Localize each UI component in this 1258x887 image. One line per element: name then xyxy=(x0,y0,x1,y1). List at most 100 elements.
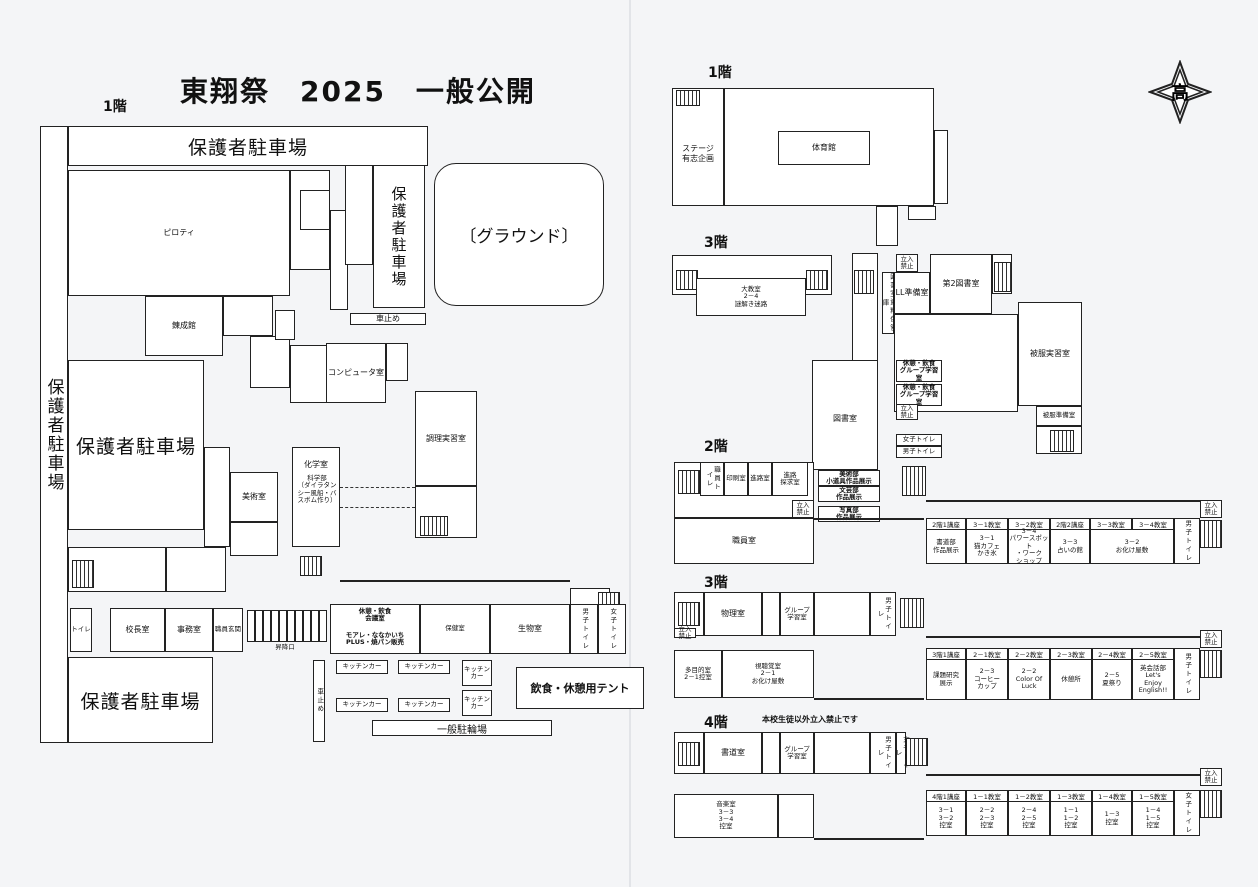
no-entry-5: 立入 禁止 xyxy=(674,625,696,640)
print-room: 印刷室 xyxy=(724,462,748,496)
bio-room: 生物室 xyxy=(490,604,570,654)
girls-toilet-3f: 女子トイレ xyxy=(896,434,942,446)
kitchen-car: キッチンカー xyxy=(336,698,388,712)
boys-toilet-4f: 男子トイレ xyxy=(870,732,896,774)
boys-toilet-3fc: 男子トイレ xyxy=(1174,648,1200,700)
corridor-block xyxy=(166,547,226,592)
car-stop-bottom: 車止め xyxy=(313,660,325,742)
room-exhibit: 3－1 3－2 控室 xyxy=(926,802,966,836)
corridor-block xyxy=(345,165,373,265)
corridor-line xyxy=(926,636,1202,638)
rest-group-1: 休憩・飲食 グループ学習室 xyxy=(896,359,942,382)
room-exhibit: 3－4 パワースポット ・ワーク ショップ xyxy=(1008,526,1050,565)
chem-room: 化学室 xyxy=(304,460,328,469)
svg-text:高: 高 xyxy=(1171,82,1189,104)
stairs xyxy=(1200,520,1222,548)
stairs xyxy=(420,516,448,536)
kitchen-car: キッチン カー xyxy=(462,690,492,716)
rest-room-frame xyxy=(330,604,420,654)
stairs xyxy=(900,598,924,628)
room-header: 1－4教室 xyxy=(1092,790,1132,802)
health-room: 保健室 xyxy=(420,604,490,654)
corridor-block xyxy=(778,794,814,838)
room-exhibit: 2－2 Color Of Luck xyxy=(1008,660,1050,700)
cooking-room: 調理実習室 xyxy=(415,391,477,486)
floor-label-3f: 3階 xyxy=(704,235,728,251)
pilotis: ピロティ xyxy=(68,170,290,296)
room-header: 1－1教室 xyxy=(966,790,1008,802)
corridor-block xyxy=(814,732,870,774)
dashed-connector xyxy=(340,507,415,508)
floor-label-1f-right: 1階 xyxy=(708,65,732,81)
room-header: 2－4教室 xyxy=(1092,648,1132,660)
stairs xyxy=(678,602,700,626)
f4-classroom-strip: 4階1講座 1－1教室 1－2教室 1－3教室 1－4教室 1－5教室 3－1 … xyxy=(926,790,1174,836)
room-header: 2－1教室 xyxy=(966,648,1008,660)
big-classroom: 大教室 2－4 謎解き迷路 xyxy=(696,278,806,316)
boys-toilet-2f: 男子トイレ xyxy=(1174,518,1200,564)
page-title: 東翔祭 2025 一般公開 xyxy=(180,75,536,108)
art-room: 美術室 xyxy=(230,472,278,522)
room-exhibit: 休憩所 xyxy=(1050,660,1092,700)
ll-prep-room: LL準備室 xyxy=(894,272,930,314)
stairs xyxy=(902,466,926,496)
dashed-connector xyxy=(340,487,415,488)
clothing-prep: 被服準備室 xyxy=(1036,406,1082,426)
calligraphy-room: 書道室 xyxy=(704,732,762,774)
parking-vertical-left: 保護者駐車場 xyxy=(40,126,68,743)
corridor-block xyxy=(908,206,936,220)
computer-room: コンピュータ室 xyxy=(326,343,386,403)
f3-classroom-strip: 3階1講座 2－1教室 2－2教室 2－3教室 2－4教室 2－5教室 課題研究… xyxy=(926,648,1174,700)
stairs xyxy=(676,90,700,106)
shoe-lockers xyxy=(247,610,327,642)
corridor-block xyxy=(762,592,780,636)
stairs xyxy=(1050,430,1074,452)
no-entry-7: 立入 禁止 xyxy=(1200,768,1222,786)
room-header: 1－2教室 xyxy=(1008,790,1050,802)
kanseikan: 錬成館 xyxy=(145,296,223,356)
corridor-block xyxy=(934,130,948,204)
group-study: グループ 学習室 xyxy=(780,592,814,636)
corridor-block xyxy=(230,522,278,556)
bike-parking: 一般駐輪場 xyxy=(372,720,552,736)
corridor-block xyxy=(250,336,290,388)
group-study-4f: グループ 学習室 xyxy=(780,732,814,774)
corridor-line xyxy=(926,774,1202,776)
literature-club: 文芸部 作品展示 xyxy=(818,486,880,502)
girls-toilet: 女子トイレ xyxy=(598,604,626,654)
stairs xyxy=(676,270,698,290)
kitchen-car: キッチンカー xyxy=(398,660,450,674)
boys-toilet: 男子トイレ xyxy=(570,604,598,654)
floor-label-1f: 1階 xyxy=(103,99,127,115)
room-exhibit: 書道部 作品展示 xyxy=(926,530,966,564)
career-research: 進路 探求室 xyxy=(772,462,808,496)
corridor-block xyxy=(814,592,870,636)
no-entry-3: 立入 禁止 xyxy=(792,500,814,518)
school-emblem-icon: 高 xyxy=(1148,60,1212,124)
principal-room: 校長室 xyxy=(110,608,165,652)
toilet: トイレ xyxy=(70,608,92,652)
room-exhibit: 1－4 1－5 控室 xyxy=(1132,802,1174,836)
rest-room-sub: モアレ・ななかいち PLUS・焼パン販売 xyxy=(345,631,405,647)
room-exhibit: 1－3 控室 xyxy=(1092,802,1132,836)
corridor-block xyxy=(762,732,780,774)
rest-group-2: 休憩・飲食 グループ学習室 xyxy=(896,383,942,406)
stairs xyxy=(1200,790,1222,818)
room-header: 2階2講座 xyxy=(1050,518,1090,530)
photo-club: 写真部 作品展示 xyxy=(818,506,880,522)
corridor-block xyxy=(876,206,898,246)
music-room: 音楽室 3－3 3－4 控室 xyxy=(674,794,778,838)
corridor-block xyxy=(386,343,408,381)
room-header: 1－3教室 xyxy=(1050,790,1092,802)
stairs xyxy=(906,738,928,766)
career-room: 進路室 xyxy=(748,462,772,496)
no-entry-4: 立入 禁止 xyxy=(1200,500,1222,518)
room-header: 3－2教室 xyxy=(1008,518,1050,530)
multi-room: 多目的室 2－1控室 xyxy=(674,650,722,698)
corridor-block xyxy=(300,190,330,230)
f2-classroom-strip: 2階1講座 3－1教室 3－2教室 2階2講座 3－3教室 3－4教室 書道部 … xyxy=(926,518,1174,564)
office: 事務室 xyxy=(165,608,213,652)
corridor-line xyxy=(814,518,924,520)
stairs xyxy=(678,742,700,766)
corridor-block xyxy=(223,296,273,336)
